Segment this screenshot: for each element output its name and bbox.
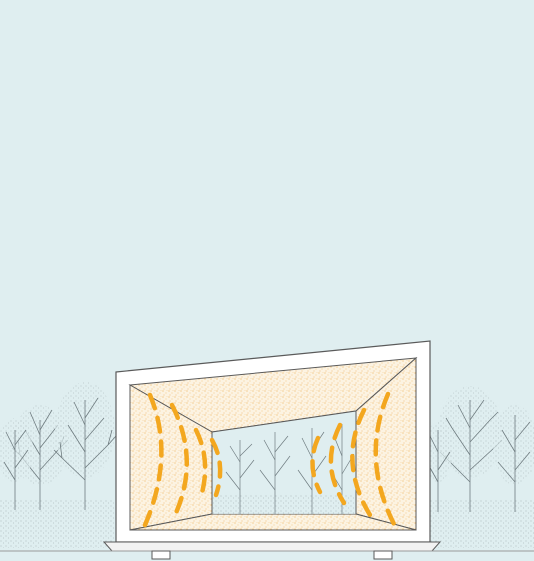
base-plinth	[104, 542, 440, 551]
